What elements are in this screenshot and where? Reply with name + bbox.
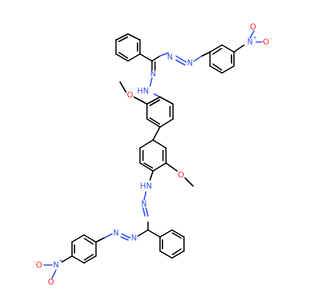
atom-o-methoxy-top: O [127, 91, 133, 100]
atom-h-top: H [137, 87, 143, 96]
atom-o-nitro-bottom-1: O [36, 261, 42, 270]
atom-n-bottom-2: N [131, 234, 137, 243]
upper-biphenyl-ring [119, 81, 174, 128]
atom-n-top-1: N [167, 53, 173, 62]
atom-n-bottom-1: N [141, 200, 147, 209]
charge-plus-bottom: + [59, 259, 63, 265]
bottom-nitrophenyl-ring [43, 234, 97, 279]
atom-o-nitro-top-2: O [263, 38, 269, 47]
top-phenyl-ring [115, 33, 141, 62]
bottom-phenyl-ring [147, 229, 185, 259]
structure-canvas: N N N N H N + O O - O O H N N N N N + O … [33, 23, 272, 287]
atom-o-nitro-top-1: O [250, 23, 256, 32]
biphenyl-bond [152, 126, 161, 141]
top-nitrophenyl-ring [209, 30, 263, 74]
charge-minus-top: - [270, 36, 272, 42]
charge-minus-bottom: - [33, 259, 35, 265]
top-hydrazone [149, 60, 161, 98]
atom-n-bottom-hydrazine: N [146, 182, 152, 191]
atom-o-nitro-bottom-2: O [48, 278, 54, 287]
atom-n-top-2: N [187, 59, 193, 68]
charge-plus-top: + [253, 36, 257, 42]
molecule-structure: N N N N H N + O O - O O H N N N N N + O … [33, 23, 272, 287]
atom-n-top-hydrazine: N [143, 87, 149, 96]
bottom-hydrazone [142, 170, 154, 231]
atom-n-nitro-top: N [247, 38, 253, 47]
lower-biphenyl-ring [139, 139, 194, 187]
atom-o-methoxy-bottom: O [178, 171, 184, 180]
atom-n-top-3: N [150, 70, 156, 79]
top-azo-chain [151, 51, 211, 66]
bottom-azo-chain [95, 229, 149, 243]
atom-n-nitro-bottom: N [53, 261, 59, 270]
atom-n-bottom-3: N [113, 229, 119, 238]
atom-h-bottom: H [140, 182, 146, 191]
